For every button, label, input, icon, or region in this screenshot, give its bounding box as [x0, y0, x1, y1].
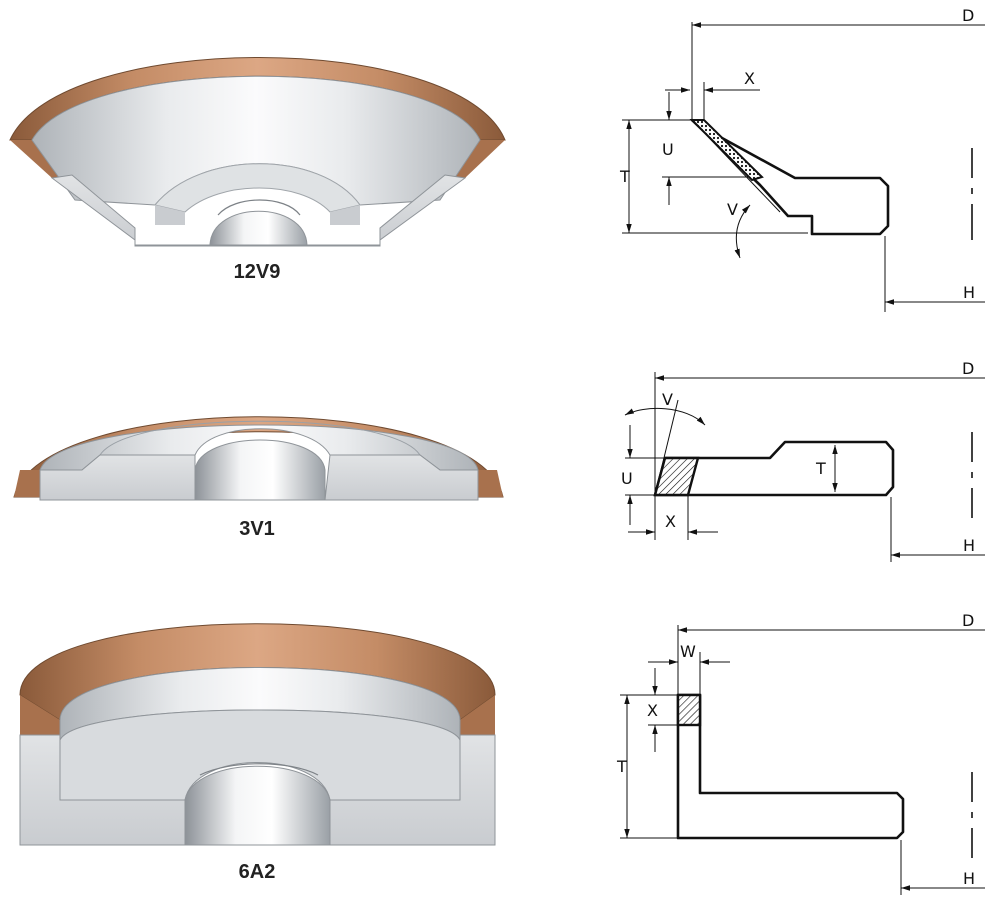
label-x-6a2: X: [647, 701, 658, 720]
label-d-6a2: D: [962, 611, 974, 630]
wheel-12v9-caption: 12V9: [234, 261, 281, 283]
label-x-3v1: X: [665, 512, 676, 531]
label-d-12v9: D: [962, 6, 974, 25]
label-u-3v1: U: [621, 469, 633, 488]
label-h-6a2: H: [963, 869, 975, 888]
label-x-12v9: X: [744, 69, 755, 88]
label-v-3v1: V: [662, 390, 673, 409]
wheel-3v1-caption: 3V1: [239, 518, 275, 540]
profile-3v1-drawing: [624, 372, 985, 562]
wheel-3v1-render: [13, 416, 504, 501]
label-v-12v9: V: [727, 200, 738, 219]
label-d-3v1: D: [962, 359, 974, 378]
label-u-12v9: U: [662, 140, 674, 159]
label-w-6a2: W: [680, 642, 696, 661]
label-h-3v1: H: [963, 536, 975, 555]
label-h-12v9: H: [963, 283, 975, 302]
profile-6a2-drawing: [620, 625, 985, 895]
label-t-6a2: T: [616, 757, 627, 776]
label-t-12v9: T: [619, 167, 630, 186]
profile-12v9-drawing: [622, 22, 985, 312]
wheel-6a2-caption: 6A2: [239, 861, 276, 883]
wheel-6a2-render: [19, 623, 496, 846]
wheel-12v9-render: [9, 57, 506, 247]
label-t-3v1: T: [815, 459, 826, 478]
